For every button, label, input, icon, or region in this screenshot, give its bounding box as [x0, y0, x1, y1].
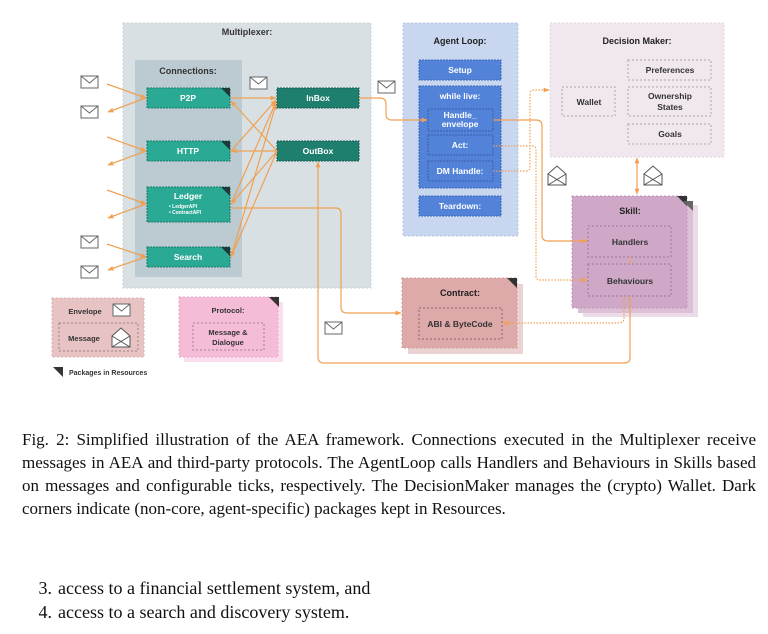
legend-protocol: Protocol: Message & Dialogue [178, 296, 283, 362]
preferences-label: Preferences [646, 65, 695, 75]
list-item: 4. access to a search and discovery syst… [20, 600, 720, 624]
legend-envelope-label: Envelope [68, 307, 101, 316]
envelope-icon [377, 80, 396, 94]
ledger-api-label: • LedgerAPI [169, 204, 198, 210]
skill-box: Skill: Handlers Behaviours [571, 195, 698, 317]
multiplexer-title: Multiplexer: [222, 27, 273, 37]
legend-packages: Packages in Resources [53, 367, 147, 377]
contract-api-label: • ContractAPI [169, 210, 202, 216]
connection-http: HTTP [146, 140, 231, 162]
dm-handle-label: DM Handle: [437, 166, 484, 176]
numbered-list: 3. access to a financial settlement syst… [20, 576, 720, 624]
message-icon [643, 165, 663, 186]
envelope-icon [324, 321, 343, 335]
list-text: access to a financial settlement system,… [58, 578, 371, 598]
decision-maker-box: Decision Maker: Wallet Preferences Owner… [549, 22, 725, 158]
handle-envelope-label-1: Handle_ [443, 110, 476, 120]
contract-title: Contract: [440, 288, 480, 298]
envelope-icon [112, 303, 131, 317]
legend-envelope-message: Envelope Message [51, 297, 145, 358]
inbox: InBox [276, 87, 360, 109]
connection-ledger: Ledger • LedgerAPI • ContractAPI [146, 186, 231, 223]
dark-corner-icon [53, 367, 63, 377]
arrows [106, 83, 640, 364]
figure-caption: Fig. 2: Simplified illustration of the A… [22, 430, 756, 518]
connection-search-label: Search [174, 252, 202, 262]
envelope-icon [80, 265, 99, 279]
ownership-label-1: Ownership [648, 91, 692, 101]
connections-title: Connections: [159, 66, 217, 76]
contract-content: ABI & ByteCode [427, 319, 492, 329]
protocol-content-1: Message & [208, 328, 248, 337]
envelope-icon [249, 76, 268, 90]
ownership-label-2: States [657, 102, 683, 112]
connection-search: Search [146, 246, 231, 268]
agent-loop-box: Agent Loop: Setup while live: Handle_ en… [402, 22, 519, 237]
protocol-title: Protocol: [212, 306, 245, 315]
while-live-block [418, 85, 502, 189]
goals-label: Goals [658, 129, 682, 139]
outbox-label: OutBox [303, 146, 334, 156]
teardown-label: Teardown: [439, 201, 482, 211]
decision-maker-title: Decision Maker: [602, 36, 671, 46]
agent-loop-title: Agent Loop: [434, 36, 487, 46]
dotted-arrows [493, 87, 625, 326]
setup-block [418, 59, 502, 81]
wallet-label: Wallet [577, 97, 602, 107]
message-icon [547, 165, 567, 186]
envelope-icon [80, 105, 99, 119]
handlers-label: Handlers [612, 237, 649, 247]
contract-box: Contract: ABI & ByteCode [401, 277, 523, 354]
list-number: 3. [38, 578, 53, 598]
behaviours-label: Behaviours [607, 276, 654, 286]
envelope-icon [80, 235, 99, 249]
setup-label: Setup [448, 65, 472, 75]
envelope-icon [80, 75, 99, 89]
connection-p2p: P2P [146, 87, 231, 109]
legend-packages-label: Packages in Resources [69, 370, 147, 377]
aea-framework-diagram: Multiplexer: Connections: P2P HTTP Ledge… [51, 22, 725, 377]
while-live-label: while live: [439, 91, 481, 101]
legend-message-label: Message [68, 334, 100, 343]
connection-http-label: HTTP [177, 146, 200, 156]
outbox: OutBox [276, 140, 360, 162]
teardown-block [418, 195, 502, 217]
inbox-label: InBox [306, 93, 330, 103]
list-number: 4. [38, 602, 53, 622]
act-label: Act: [452, 140, 469, 150]
connection-p2p-label: P2P [180, 93, 196, 103]
protocol-content-2: Dialogue [212, 338, 244, 347]
skill-title: Skill: [619, 206, 641, 216]
list-text: access to a search and discovery system. [58, 602, 350, 622]
handle-envelope-label-2: envelope [442, 119, 479, 129]
list-item: 3. access to a financial settlement syst… [20, 576, 720, 600]
connection-ledger-label: Ledger [174, 191, 203, 201]
